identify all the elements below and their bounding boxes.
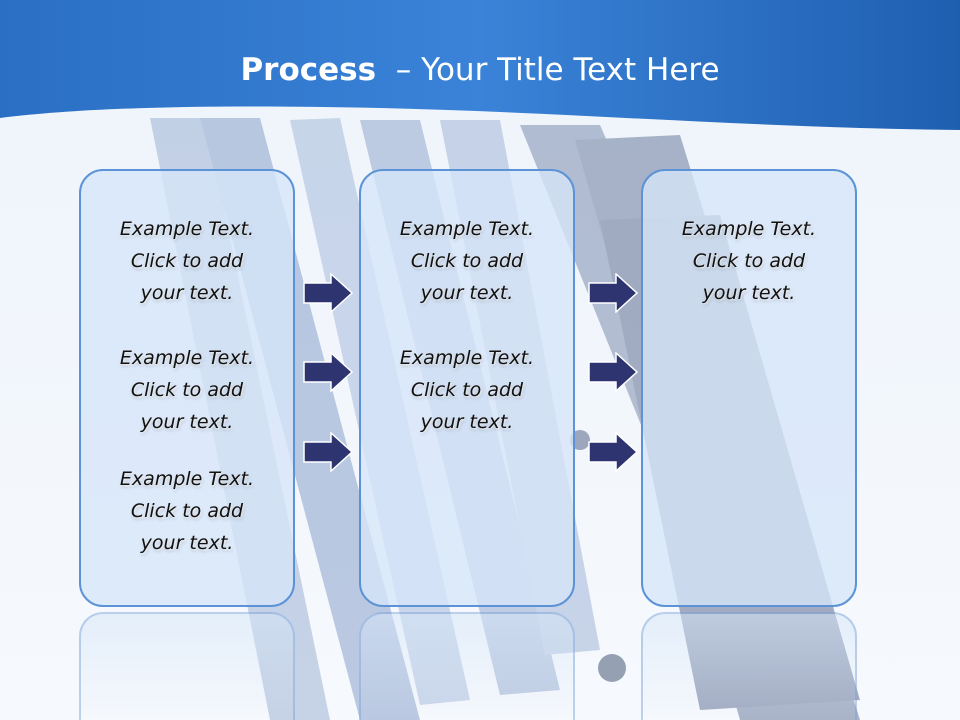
title-rest: – Your Title Text Here (395, 52, 720, 88)
box-1-reflection (79, 612, 295, 720)
box-1-text-1[interactable]: Example Text. Click to add your text. (119, 218, 255, 304)
title-bold: Process (240, 52, 377, 88)
arrow-right-icon[interactable] (303, 352, 353, 392)
box-2-reflection (359, 612, 575, 720)
arrow-right-icon[interactable] (588, 273, 638, 313)
box-2-text-1[interactable]: Example Text. Click to add your text. (399, 218, 535, 304)
arrow-right-icon[interactable] (588, 352, 638, 392)
header-band (0, 0, 960, 130)
arrow-right-icon[interactable] (303, 273, 353, 313)
box-3-reflection (641, 612, 857, 720)
process-box-2[interactable]: Example Text. Click to add your text. Ex… (359, 169, 575, 607)
page-title[interactable]: Process – Your Title Text Here (0, 52, 960, 88)
arrow-right-icon[interactable] (588, 432, 638, 472)
process-box-3[interactable]: Example Text. Click to add your text. (641, 169, 857, 607)
process-box-1[interactable]: Example Text. Click to add your text. Ex… (79, 169, 295, 607)
arrow-right-icon[interactable] (303, 432, 353, 472)
box-1-text-3[interactable]: Example Text. Click to add your text. (119, 468, 255, 554)
box-1-text-2[interactable]: Example Text. Click to add your text. (119, 347, 255, 433)
box-2-text-2[interactable]: Example Text. Click to add your text. (399, 347, 535, 433)
box-3-text-1[interactable]: Example Text. Click to add your text. (681, 218, 817, 304)
